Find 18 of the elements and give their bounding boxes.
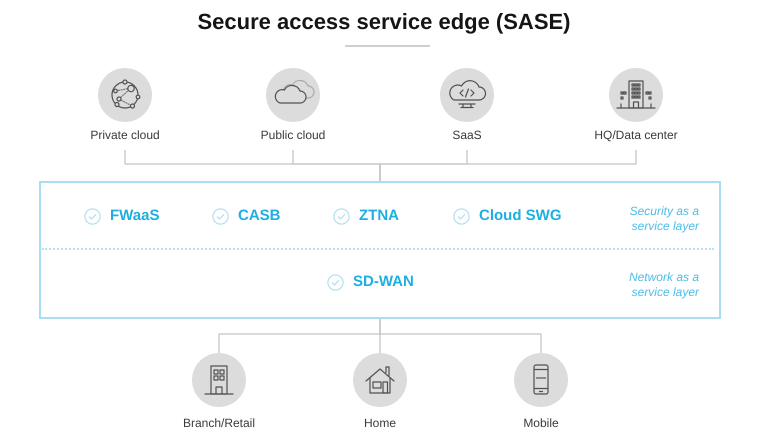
service-name: FWaaS [110,207,160,225]
node-label: Private cloud [90,128,160,142]
node-label: SaaS [452,128,482,142]
node-label: Branch/Retail [182,416,256,430]
connector-line [379,150,637,181]
service-name: Cloud SWG [479,207,562,225]
node-label: Mobile [523,416,559,430]
service-frame [39,181,721,319]
layer-name: Security as a service layer [628,204,699,234]
service-name: CASB [238,207,281,225]
node-label: HQ/Data center [594,128,678,142]
service-name: SD-WAN [353,273,414,291]
layer-name: Network as a service layer [628,270,699,300]
service-name: ZTNA [359,207,399,225]
diagram-title: Secure access service edge (SASE) [198,8,570,36]
node-label: Home [364,416,396,430]
connector-line [379,319,542,353]
node-label: Public cloud [260,128,326,142]
